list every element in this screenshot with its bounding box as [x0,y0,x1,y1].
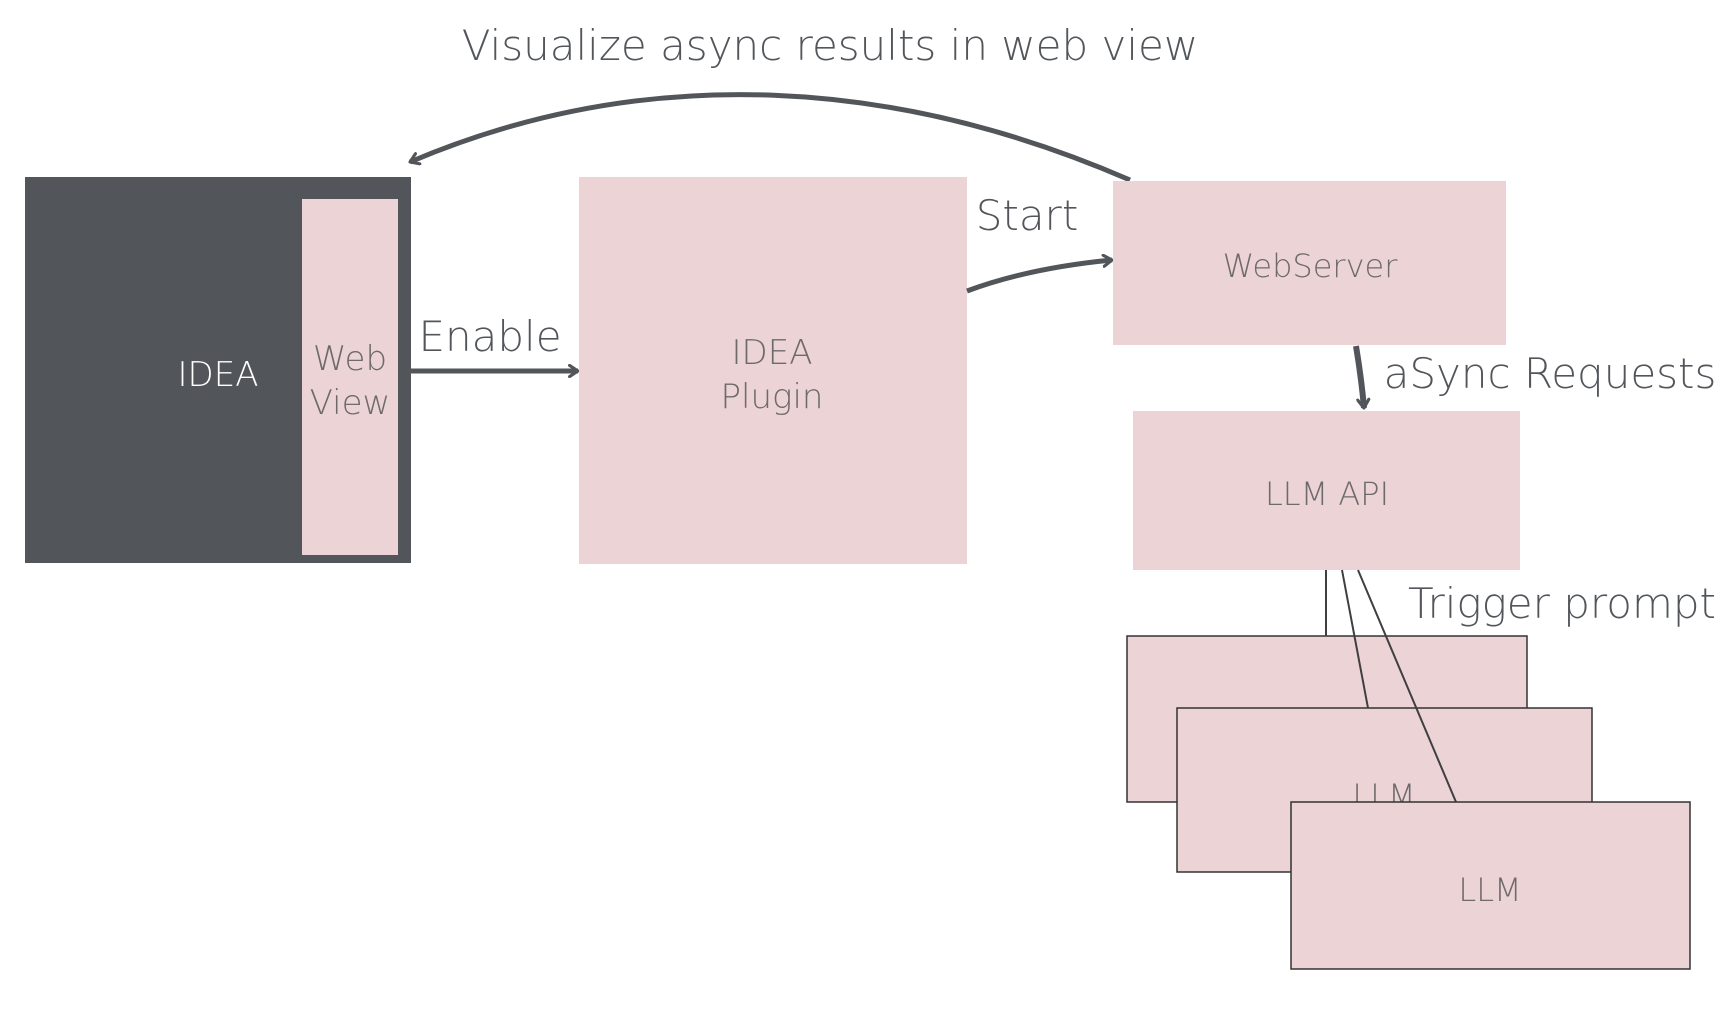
idea-label: IDEA [178,355,259,395]
llm-box-3-label: LLM [1458,871,1521,909]
webserver-box [1113,181,1506,345]
start-arrow [966,260,1112,294]
async-requests-arrow [1353,345,1364,408]
visualize-arrow [410,92,1131,183]
visualize-label: Visualize async results in web view [462,21,1198,70]
web-view-label-line2: View [310,383,391,423]
web-view-box [302,199,398,555]
trigger-line-3 [1357,569,1457,803]
llm-api-box [1133,411,1520,570]
web-view-label-line1: Web [313,339,387,379]
trigger-line-2 [1341,569,1369,709]
llm-box-3 [1290,801,1691,970]
idea-plugin-label-line1: IDEA [732,333,813,373]
enable-label: Enable [418,312,561,361]
start-label: Start [976,191,1079,240]
idea-plugin-label-line2: Plugin [721,377,824,417]
idea-plugin-box [579,177,967,564]
llm-api-label: LLM API [1265,475,1389,513]
webserver-label: WebServer [1223,247,1399,285]
async-requests-label: aSync Requests [1384,349,1717,398]
trigger-prompt-label: Trigger prompt [1408,579,1716,628]
